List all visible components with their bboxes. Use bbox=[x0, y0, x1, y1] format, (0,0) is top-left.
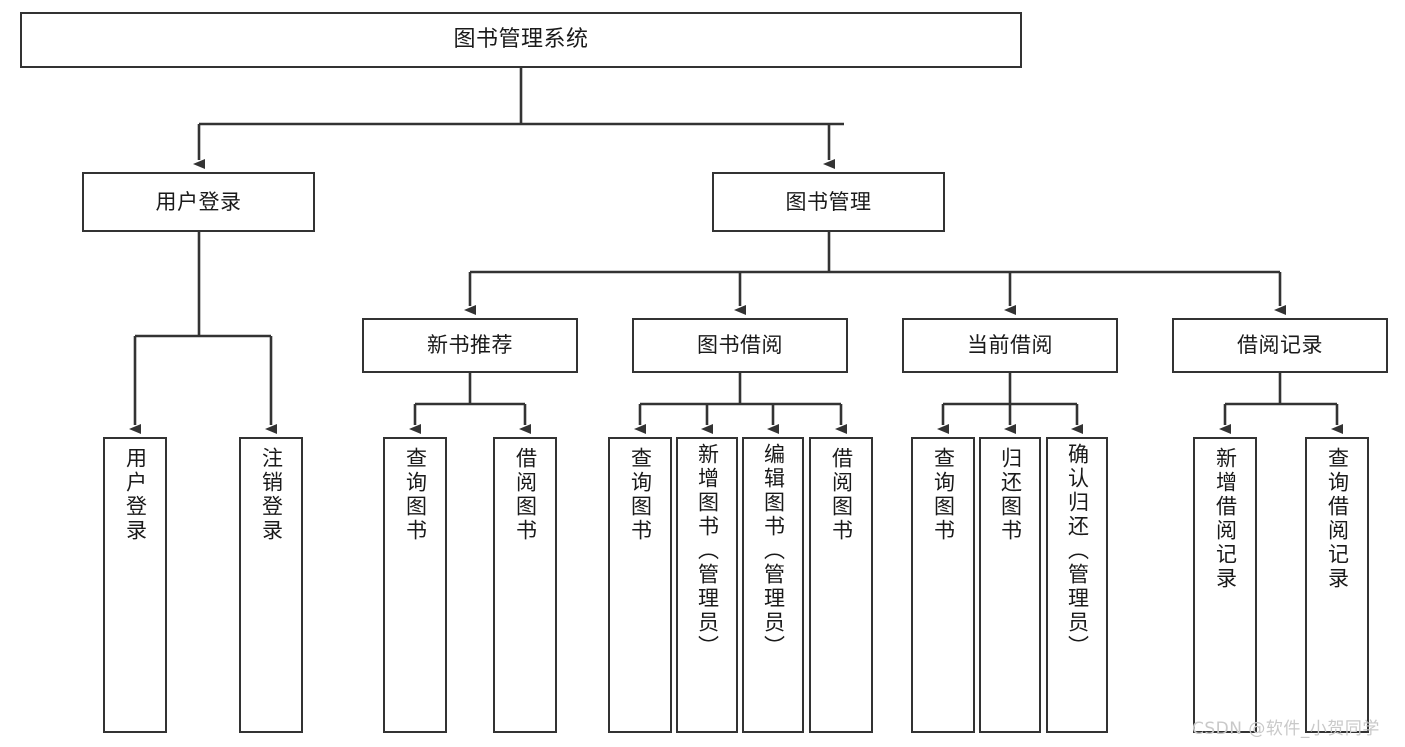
node-leaf-return-book[interactable]: 归还图书 bbox=[979, 437, 1041, 733]
node-leaf-edit-book-admin[interactable]: 编辑图书（管理员） bbox=[742, 437, 804, 733]
node-label: 新书推荐 bbox=[427, 333, 513, 358]
node-label: 图书管理系统 bbox=[453, 27, 589, 53]
node-leaf-borrow-book-recommend[interactable]: 借阅图书 bbox=[493, 437, 557, 733]
node-label: 当前借阅 bbox=[967, 333, 1053, 358]
node-leaf-query-book-current[interactable]: 查询图书 bbox=[911, 437, 975, 733]
node-label: 新增借阅记录 bbox=[1213, 447, 1238, 591]
node-label: 查询借阅记录 bbox=[1325, 447, 1350, 591]
node-label: 借阅记录 bbox=[1237, 333, 1323, 358]
node-new-book-recommend[interactable]: 新书推荐 bbox=[362, 318, 578, 373]
node-label: 查询图书 bbox=[628, 447, 653, 543]
node-label: 编辑图书（管理员） bbox=[761, 443, 786, 659]
csdn-watermark: CSDN @软件_小贺同学 bbox=[1192, 719, 1380, 739]
node-label: 归还图书 bbox=[998, 447, 1023, 543]
node-book-borrow[interactable]: 图书借阅 bbox=[632, 318, 848, 373]
node-label: 新增图书（管理员） bbox=[695, 443, 720, 659]
node-root-book-management-system[interactable]: 图书管理系统 bbox=[20, 12, 1022, 68]
node-leaf-query-borrow-record[interactable]: 查询借阅记录 bbox=[1305, 437, 1369, 733]
node-label: 借阅图书 bbox=[513, 447, 538, 543]
node-leaf-confirm-return-admin[interactable]: 确认归还（管理员） bbox=[1046, 437, 1108, 733]
node-label: 借阅图书 bbox=[829, 447, 854, 543]
node-leaf-query-book-borrow[interactable]: 查询图书 bbox=[608, 437, 672, 733]
node-label: 注销登录 bbox=[259, 447, 284, 543]
node-leaf-add-borrow-record[interactable]: 新增借阅记录 bbox=[1193, 437, 1257, 733]
node-leaf-add-book-admin[interactable]: 新增图书（管理员） bbox=[676, 437, 738, 733]
node-label: 查询图书 bbox=[403, 447, 428, 543]
node-label: 确认归还（管理员） bbox=[1065, 443, 1090, 659]
node-label: 图书管理 bbox=[785, 189, 872, 214]
node-label: 查询图书 bbox=[931, 447, 956, 543]
node-user-login[interactable]: 用户登录 bbox=[82, 172, 315, 232]
node-leaf-user-login[interactable]: 用户登录 bbox=[103, 437, 167, 733]
node-leaf-borrow-book[interactable]: 借阅图书 bbox=[809, 437, 873, 733]
node-leaf-query-book-recommend[interactable]: 查询图书 bbox=[383, 437, 447, 733]
node-label: 用户登录 bbox=[155, 189, 242, 214]
node-current-borrow[interactable]: 当前借阅 bbox=[902, 318, 1118, 373]
node-borrow-record[interactable]: 借阅记录 bbox=[1172, 318, 1388, 373]
node-book-management[interactable]: 图书管理 bbox=[712, 172, 945, 232]
node-leaf-logout[interactable]: 注销登录 bbox=[239, 437, 303, 733]
node-label: 用户登录 bbox=[123, 447, 148, 543]
node-label: 图书借阅 bbox=[697, 333, 783, 358]
